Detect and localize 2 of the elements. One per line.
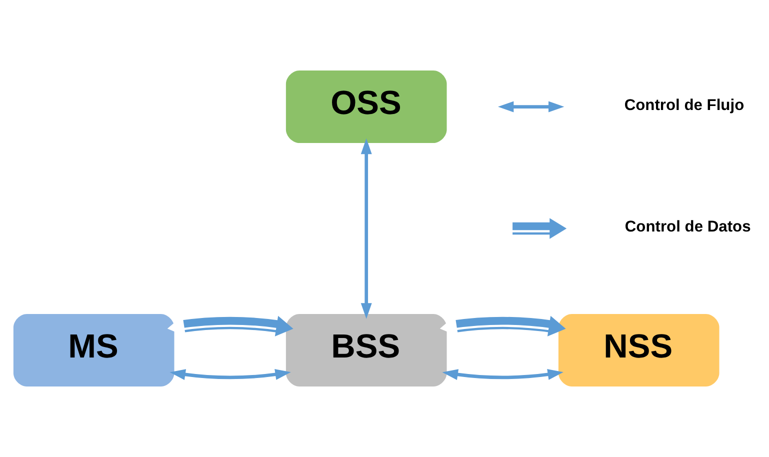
legend-label: Control de Flujo bbox=[624, 96, 744, 114]
legend-label: Control de Datos bbox=[624, 218, 751, 236]
